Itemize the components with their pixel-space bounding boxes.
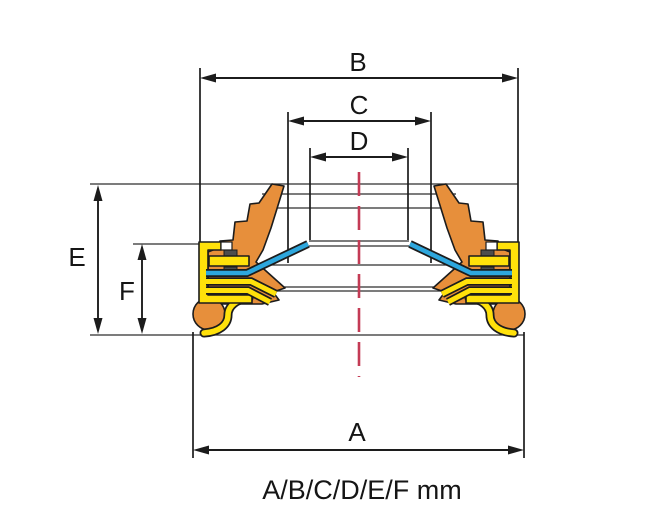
dim-D-head-left bbox=[310, 152, 326, 162]
dim-D-head-right bbox=[392, 152, 408, 162]
dimension-F-arrow bbox=[137, 244, 147, 334]
dimension-B-arrow bbox=[200, 73, 518, 83]
dim-A-head-right bbox=[508, 445, 524, 455]
label-C: C bbox=[350, 90, 369, 120]
dim-F-head-bottom bbox=[137, 318, 147, 334]
dimension-arrows bbox=[93, 73, 524, 455]
label-D: D bbox=[350, 126, 369, 156]
dim-A-head-left bbox=[193, 445, 209, 455]
dim-B-head-right bbox=[502, 73, 518, 83]
dim-E-head-top bbox=[93, 185, 103, 201]
label-F: F bbox=[119, 276, 135, 306]
dimension-D-arrow bbox=[310, 152, 408, 162]
units-caption: A/B/C/D/E/F mm bbox=[262, 475, 462, 505]
dimension-C-arrow bbox=[288, 116, 431, 126]
label-B: B bbox=[349, 47, 366, 77]
dim-E-head-bottom bbox=[93, 318, 103, 334]
dimension-A-arrow bbox=[193, 445, 524, 455]
dimension-E-arrow bbox=[93, 185, 103, 334]
dim-C-head-right bbox=[415, 116, 431, 126]
dimension-labels: B C D A E F A/B/C/D/E/F mm bbox=[68, 47, 461, 505]
label-A: A bbox=[348, 417, 366, 447]
seal-right-half bbox=[410, 184, 525, 333]
extension-lines bbox=[192, 68, 525, 458]
dim-F-head-top bbox=[137, 244, 147, 260]
seal-left-half bbox=[193, 184, 308, 333]
label-E: E bbox=[68, 242, 85, 272]
dim-B-head-left bbox=[200, 73, 216, 83]
dim-C-head-left bbox=[288, 116, 304, 126]
